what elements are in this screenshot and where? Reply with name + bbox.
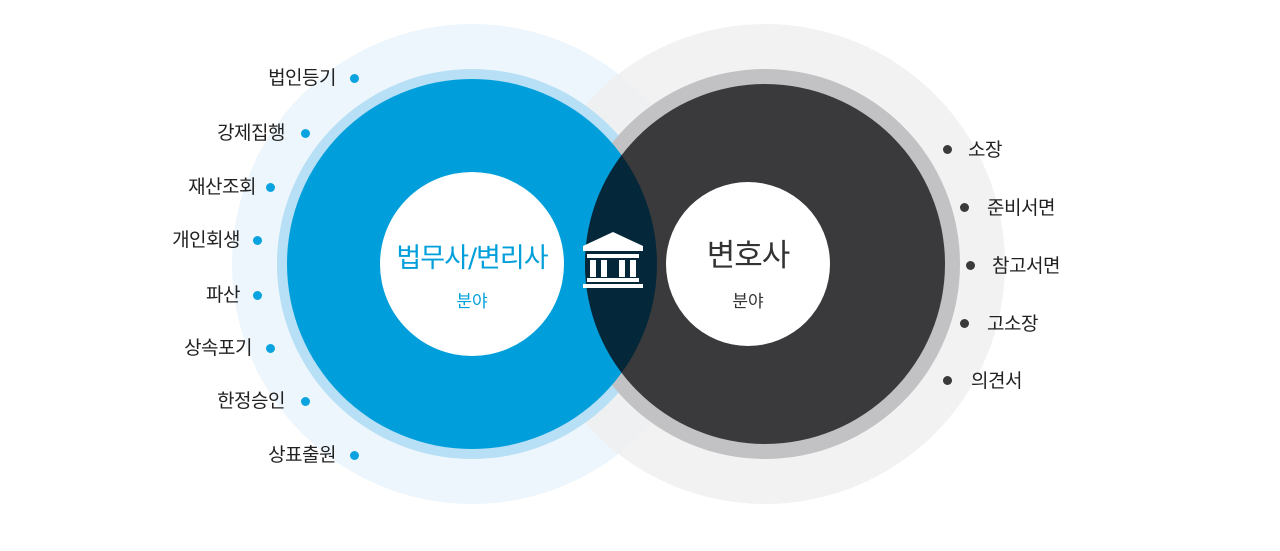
left-bullet-8 bbox=[350, 451, 359, 460]
right-bullet-5 bbox=[943, 376, 952, 385]
left-circle-subtitle: 분야 bbox=[456, 292, 488, 312]
right-item-2: 준비서면 bbox=[987, 197, 1055, 219]
left-circle-title: 법무사/변리사 bbox=[396, 243, 548, 274]
left-bullet-5 bbox=[253, 291, 262, 300]
left-item-2: 강제집행 bbox=[217, 122, 285, 144]
right-item-4: 고소장 bbox=[987, 313, 1038, 335]
right-item-5: 의견서 bbox=[971, 370, 1022, 392]
left-bullet-6 bbox=[266, 344, 275, 353]
left-bullet-4 bbox=[253, 236, 262, 245]
left-bullet-7 bbox=[301, 397, 310, 406]
right-item-1: 소장 bbox=[968, 139, 1002, 161]
right-circle-subtitle: 분야 bbox=[732, 292, 764, 312]
left-bullet-2 bbox=[301, 129, 310, 138]
right-bullet-2 bbox=[960, 203, 969, 212]
right-item-3: 참고서면 bbox=[992, 255, 1060, 277]
right-circle-title: 변호사 bbox=[706, 238, 791, 274]
right-bullet-4 bbox=[960, 319, 969, 328]
left-bullet-1 bbox=[350, 74, 359, 83]
left-item-4: 개인회생 bbox=[172, 229, 240, 251]
left-item-3: 재산조회 bbox=[188, 176, 256, 198]
left-item-1: 법인등기 bbox=[268, 67, 336, 89]
left-bullet-3 bbox=[266, 183, 275, 192]
left-item-7: 한정승인 bbox=[217, 390, 285, 412]
right-bullet-1 bbox=[943, 145, 952, 154]
left-item-5: 파산 bbox=[206, 284, 240, 306]
courthouse-icon bbox=[583, 232, 643, 288]
left-item-6: 상속포기 bbox=[184, 337, 252, 359]
left-item-8: 상표출원 bbox=[268, 444, 336, 466]
left-inner-circle bbox=[380, 172, 564, 356]
right-bullet-3 bbox=[966, 261, 975, 270]
right-inner-circle bbox=[666, 182, 830, 346]
